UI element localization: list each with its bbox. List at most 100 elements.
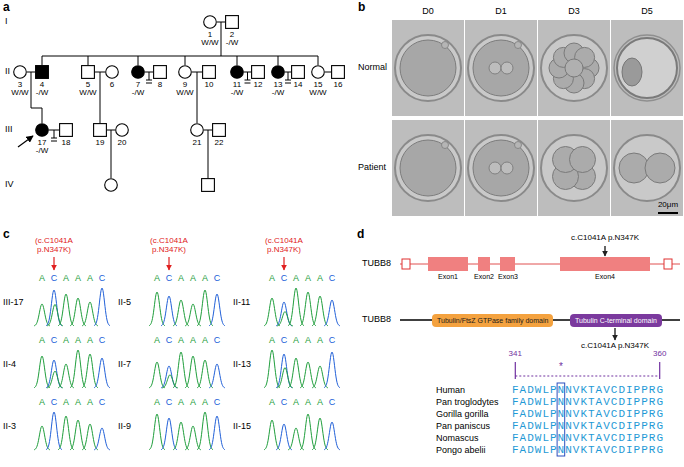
pedigree-label: -/W (231, 89, 243, 97)
domain-box: Tubulin/FtsZ GTPase family domain (432, 314, 553, 327)
symbol-outline (81, 65, 95, 79)
male-symbol: 5W/W (81, 65, 95, 79)
scale-bar (658, 212, 678, 214)
base-letter: A (314, 398, 326, 408)
sample-id: II-7 (118, 360, 131, 370)
male-symbol (202, 179, 215, 192)
exon-box (560, 257, 650, 271)
female-symbol (105, 179, 118, 192)
infertility-bar (51, 141, 57, 142)
base-letter: A (314, 274, 326, 284)
polar-body (442, 142, 449, 149)
trace-peak (94, 428, 110, 450)
species-name: Nomascus (436, 434, 479, 444)
micrograph-frame (538, 120, 610, 216)
base-letter: A (84, 274, 96, 284)
trace-peak (82, 302, 98, 326)
base-letter: C (96, 398, 108, 408)
circle-shape (231, 66, 244, 79)
infertility-line (247, 72, 248, 80)
trace-peak (264, 298, 280, 326)
mating-line (325, 72, 331, 73)
infertility-bar (285, 80, 291, 81)
base-letter: C (163, 274, 175, 284)
row-label: Patient (358, 163, 386, 173)
variant-label: c.C1041A p.N347K (581, 342, 649, 351)
trace-peak (185, 356, 201, 388)
zona-pellucida (395, 135, 461, 201)
infertility-bar (146, 80, 152, 81)
domain-name: Tubulin C-terminal domain (575, 316, 657, 325)
pedigree-label: 2 (230, 31, 234, 39)
trace-peak (46, 290, 62, 326)
pedigree-label: 21 (193, 139, 202, 147)
base-letter: A (302, 398, 314, 408)
descent-line (111, 130, 112, 178)
base-letter: A (290, 274, 302, 284)
trace-peak (197, 290, 213, 326)
base-letter: C (326, 398, 338, 408)
trace-peak (185, 304, 201, 326)
circle-shape (191, 124, 204, 137)
protein-sequence: FADWLPNNVKTAVCDIPPRG (512, 396, 664, 408)
trace-peak (276, 302, 292, 326)
infertility-line (288, 72, 289, 80)
trace-peak (264, 420, 280, 450)
base-letter: A (84, 336, 96, 346)
sample-id: II-9 (118, 422, 131, 432)
base-letter: A (266, 336, 278, 346)
micrograph-frame (465, 20, 537, 116)
base-letter: C (96, 336, 108, 346)
symbol-outline (230, 65, 244, 79)
base-letter: A (60, 336, 72, 346)
descent-line (42, 56, 43, 65)
day-label: D3 (568, 7, 580, 17)
chromatograms (34, 257, 340, 450)
micrograph-frame (465, 120, 537, 216)
trace-peak (149, 414, 165, 450)
exon-label: Exon4 (595, 273, 615, 281)
zona-pellucida (395, 35, 461, 101)
female-symbol: 17-/W (35, 123, 49, 137)
base-letter: C (163, 336, 175, 346)
base-calls: ACAAAC (266, 274, 338, 284)
female-symbol: 15W/W (311, 65, 325, 79)
base-letter: C (96, 274, 108, 284)
base-letter: A (175, 274, 187, 284)
variant-arrow (614, 328, 615, 340)
generation-number: I (5, 17, 8, 27)
generation-number: IV (5, 180, 14, 190)
alignment-dotted-line (515, 375, 659, 376)
trace-peak (300, 362, 316, 388)
trace-peak (70, 298, 86, 326)
square-shape (226, 16, 239, 29)
trace-peak (300, 414, 316, 450)
square-shape (203, 66, 216, 79)
protein-sequence: FADWLPNNVKTAVCDIPPRG (512, 420, 664, 432)
infertility-bar (245, 83, 251, 84)
descent-line (318, 56, 319, 65)
trace-peak (161, 296, 177, 326)
symbol-outline (105, 65, 119, 79)
base-letter: C (48, 274, 60, 284)
blastomere (565, 59, 583, 77)
pronucleus (501, 62, 513, 74)
symbol-outline (190, 123, 204, 137)
base-letter: A (290, 336, 302, 346)
pedigree-label: 15 (314, 81, 323, 89)
pedigree-label: 4 (40, 81, 44, 89)
symbol-outline (203, 15, 217, 29)
male-symbol: 14 (291, 65, 305, 79)
gene-name: TUBB8 (362, 259, 391, 269)
base-calls: ACAAAC (266, 336, 338, 346)
pedigree-label: -/W (272, 89, 284, 97)
micrograph-frame (538, 20, 610, 116)
exon-box (428, 257, 468, 271)
symbol-outline (225, 15, 239, 29)
mutation-label: (c.C1041A p.N347K) (28, 237, 80, 255)
infertility-bar (245, 80, 251, 81)
sample-id: II-15 (233, 422, 251, 432)
trace-peak (300, 292, 316, 326)
mutation-arrow (53, 257, 54, 270)
